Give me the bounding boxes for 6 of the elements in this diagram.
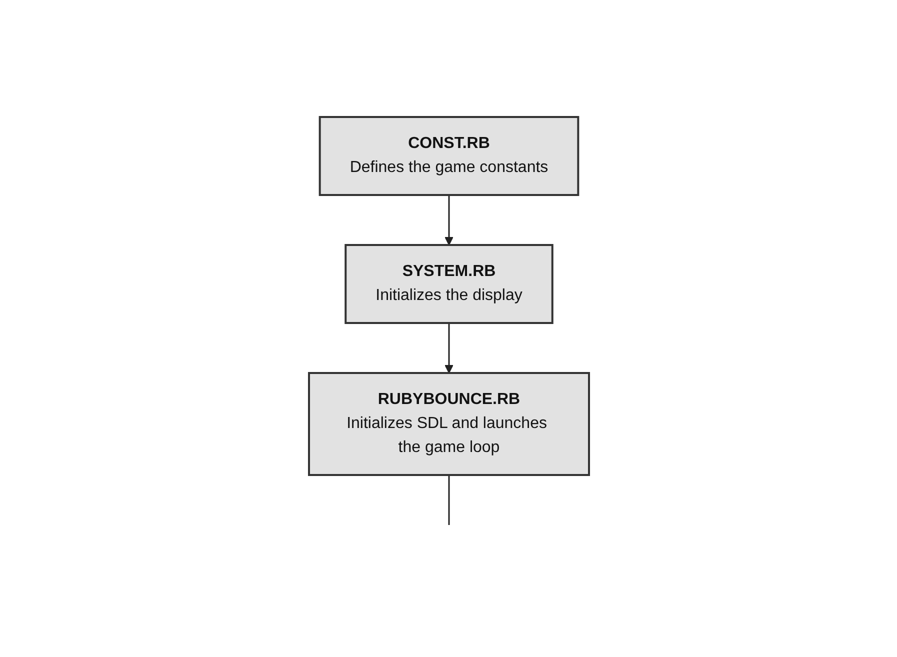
arrow	[444, 195, 453, 246]
node-box: SYSTEM.RB Initializes the display	[344, 244, 553, 324]
node-box: RUBYBOUNCE.RB Initializes SDL and launches the game loop	[308, 372, 590, 476]
node-box: CONST.RB Defines the game constants	[318, 116, 579, 196]
arrow	[444, 323, 453, 374]
connector	[448, 475, 450, 525]
